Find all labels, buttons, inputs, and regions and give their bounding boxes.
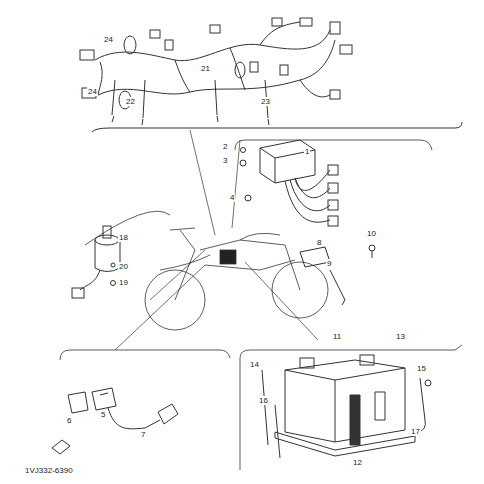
callout-number: 22 bbox=[125, 97, 136, 106]
callout-number: 14 bbox=[249, 360, 260, 369]
callout-number: 21 bbox=[200, 64, 211, 73]
callout-number: 23 bbox=[260, 97, 271, 106]
callout-number: 24 bbox=[103, 35, 114, 44]
spark-plug-cap bbox=[52, 388, 178, 454]
callout-number: 17 bbox=[410, 427, 421, 436]
callout-number: 11 bbox=[332, 332, 342, 341]
callout-number: 15 bbox=[416, 364, 427, 373]
callout-number: 10 bbox=[366, 229, 377, 238]
battery bbox=[262, 355, 431, 458]
callout-number: 6 bbox=[66, 416, 72, 425]
callout-number: 13 bbox=[395, 332, 406, 341]
callout-number: 8 bbox=[316, 238, 322, 247]
callout-number: 16 bbox=[258, 396, 269, 405]
main-switch bbox=[72, 226, 120, 298]
callout-number: 18 bbox=[118, 233, 129, 242]
callout-number: 20 bbox=[118, 262, 129, 271]
callout-number: 3 bbox=[222, 156, 228, 165]
rectifier bbox=[300, 245, 375, 305]
callout-number: 1 bbox=[304, 147, 310, 156]
callout-number: 12 bbox=[352, 458, 363, 467]
callout-number: 4 bbox=[229, 193, 235, 202]
callout-number: 5 bbox=[100, 410, 106, 419]
wire-harness bbox=[80, 18, 352, 125]
callout-number: 2 bbox=[222, 142, 228, 151]
drawing-code: 1VJ332-6390 bbox=[24, 466, 74, 475]
motorcycle-outline bbox=[145, 228, 328, 330]
group-bracket bbox=[92, 122, 462, 132]
callout-number: 24 bbox=[87, 87, 98, 96]
callout-number: 7 bbox=[140, 430, 146, 439]
cdi-unit bbox=[240, 140, 338, 226]
callout-number: 19 bbox=[118, 278, 129, 287]
callout-number: 9 bbox=[326, 259, 332, 268]
